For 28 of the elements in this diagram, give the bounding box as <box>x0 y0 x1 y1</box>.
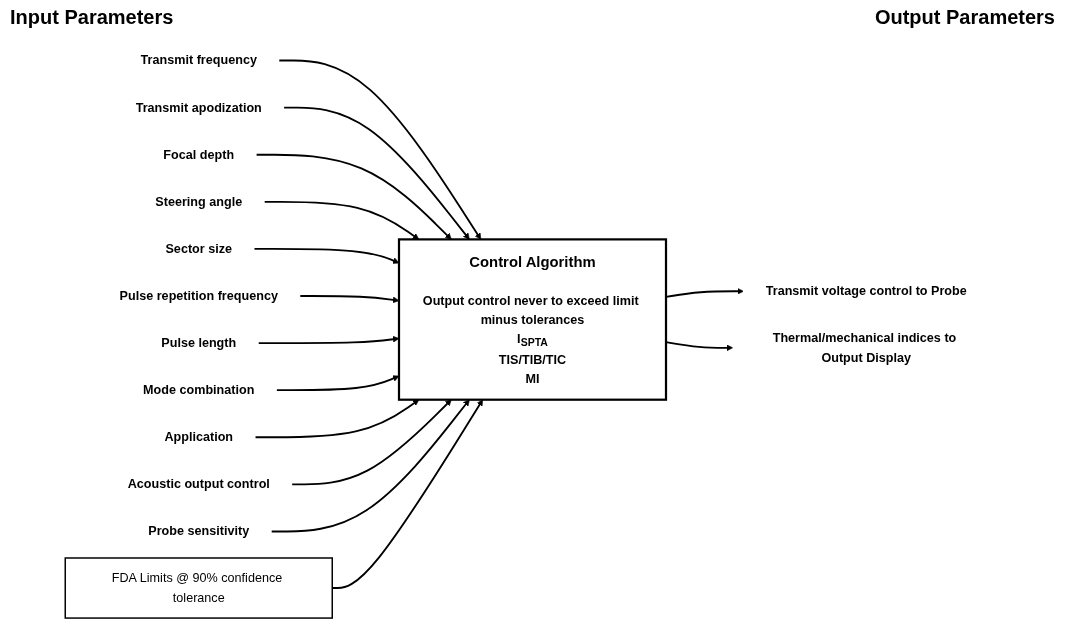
node-text: Probe sensitivity <box>148 524 250 539</box>
arrow <box>254 399 420 439</box>
arrow <box>299 295 400 304</box>
arrow <box>253 247 400 264</box>
arrow <box>263 200 420 240</box>
arrow <box>283 106 470 240</box>
node-text: Transmit voltage control to Probe <box>765 284 967 299</box>
column-heading: Output Parameters <box>874 6 1055 29</box>
node-text: Transmit frequency <box>140 53 257 68</box>
node-box: Control Algorithm Output control never to exceed limit minus tolerances I$_{SPTA}$ TIS/TIB/TIC MI <box>397 238 668 401</box>
node-text: Pulse repetition frequency <box>119 288 278 303</box>
arrow <box>257 336 400 344</box>
node-text: Acoustic output control <box>127 477 270 492</box>
node-text: Application <box>164 430 234 445</box>
node-text: Focal depth <box>163 147 235 162</box>
node-box: FDA Limits @ 90% confidence tolerance <box>64 557 333 619</box>
node-text: Sector size <box>165 241 233 256</box>
arrow <box>275 375 400 392</box>
node-text: Thermal/mechanical indices to Output Display <box>772 331 957 365</box>
column-heading: Input Parameters <box>10 6 174 29</box>
node-text: Transmit apodization <box>135 100 262 115</box>
node-text: Steering angle <box>155 194 243 209</box>
arrow <box>278 59 482 240</box>
node-text: Mode combination <box>143 382 255 398</box>
node-text: Pulse length <box>161 335 237 350</box>
arrow <box>255 153 452 240</box>
arrow <box>291 399 452 486</box>
arrow <box>270 399 470 533</box>
